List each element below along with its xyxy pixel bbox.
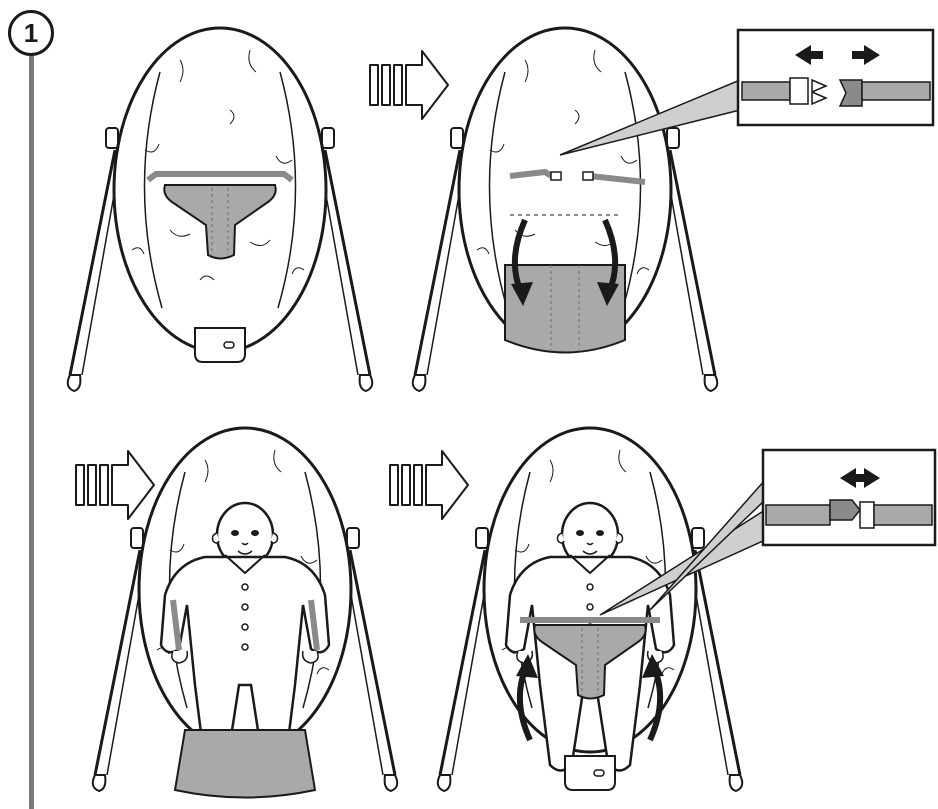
- next-arrow-2: [76, 451, 154, 519]
- next-arrow-3: [390, 451, 468, 519]
- next-arrow-1: [370, 51, 448, 119]
- panel-bouncer-harness-fastened: [68, 28, 373, 391]
- panel-bouncer-harness-unbuckled: [413, 28, 718, 391]
- panel-harness-buckled: [438, 428, 743, 791]
